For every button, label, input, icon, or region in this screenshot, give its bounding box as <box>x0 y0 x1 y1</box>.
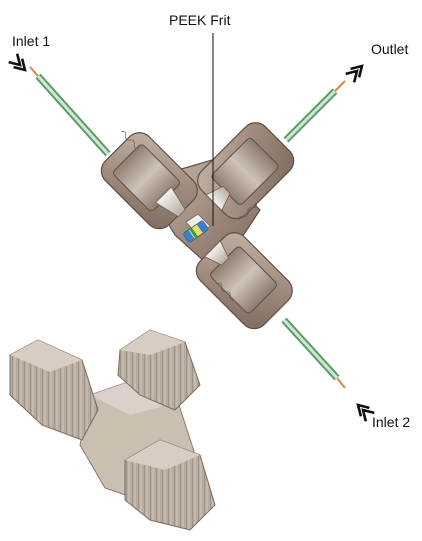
tube-outlet <box>283 80 346 143</box>
nut-exterior-bottom <box>124 439 216 531</box>
double-chevron-inlet-2-icon <box>356 403 375 422</box>
tube-inlet-2 <box>281 317 346 389</box>
nut-inlet-2 <box>195 232 293 330</box>
nut-inlet-1 <box>100 132 198 230</box>
peek-frit-label: PEEK Frit <box>169 12 231 28</box>
tee-exterior-view <box>9 329 216 531</box>
nut-exterior-left <box>9 339 99 441</box>
nut-outlet <box>197 122 295 220</box>
inlet-2-label: Inlet 2 <box>372 414 411 430</box>
outlet-label: Outlet <box>371 41 409 57</box>
peek-frit <box>182 220 209 243</box>
tube-inlet-1 <box>29 66 111 157</box>
inlet-1-label: Inlet 1 <box>12 33 51 49</box>
double-chevron-outlet-icon <box>345 64 364 83</box>
nut-exterior-top <box>117 329 201 411</box>
double-chevron-inlet-1-icon <box>8 53 27 72</box>
